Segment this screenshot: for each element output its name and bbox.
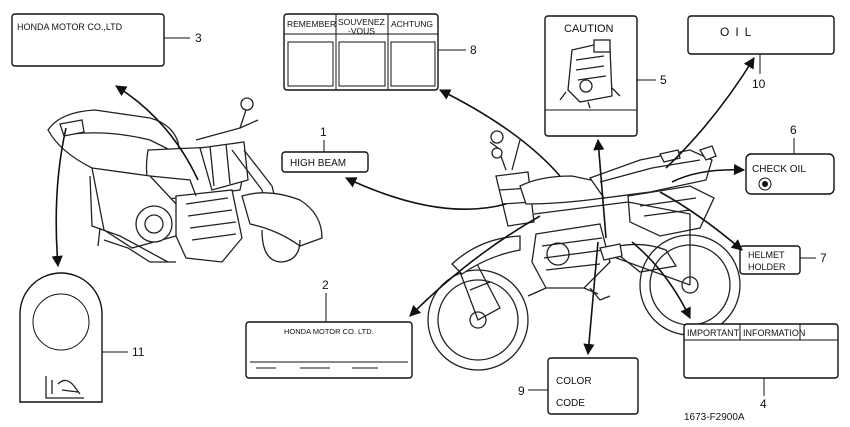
arrow-10 <box>665 57 755 169</box>
figure-code: 1673-F2900A <box>684 412 745 423</box>
callout-7: 7 <box>820 251 827 265</box>
leader-arrows <box>51 57 755 356</box>
callout-11: 11 <box>132 345 145 359</box>
arrow-11 <box>51 127 67 268</box>
color-text: COLOR <box>556 376 592 387</box>
holder-text: HOLDER <box>748 262 786 272</box>
remember-text: REMEMBER <box>287 19 336 29</box>
helmet-text: HELMET <box>748 250 785 260</box>
important-text: IMPORTANT <box>687 328 740 338</box>
information-text: INFORMATION <box>743 328 805 338</box>
arrow-9 <box>583 241 599 356</box>
arrow-4 <box>631 241 691 320</box>
label-helmet-holder: HELMET HOLDER <box>739 245 801 275</box>
callout-2: 2 <box>322 278 329 292</box>
high-beam-text: HIGH BEAM <box>290 158 346 169</box>
label-check-oil: CHECK OIL <box>745 153 835 195</box>
achtung-text: ACHTUNG <box>391 19 433 29</box>
callout-6: 6 <box>790 123 797 137</box>
callout-8: 8 <box>470 43 477 57</box>
label-caution: CAUTION <box>544 15 638 137</box>
souvenez-text: SOUVENEZ <box>338 17 385 27</box>
label-oil: OIL <box>687 15 835 55</box>
vous-text: -VOUS <box>348 26 375 36</box>
label-warning-tri: REMEMBER SOUVENEZ -VOUS ACHTUNG <box>283 13 439 91</box>
engine-illustration-icon <box>559 39 621 109</box>
check-oil-text: CHECK OIL <box>752 164 806 175</box>
callout-1: 1 <box>320 125 327 139</box>
arrow-1 <box>344 177 507 211</box>
oil-text: OIL <box>720 25 757 39</box>
caution-text: CAUTION <box>564 23 614 35</box>
callout-9: 9 <box>518 384 525 398</box>
callout-5: 5 <box>660 73 667 87</box>
code-text: CODE <box>556 398 585 409</box>
label-important-information: IMPORTANT INFORMATION <box>683 323 839 379</box>
honda-wing-logo-icon <box>45 376 84 399</box>
arrow-3 <box>115 85 199 181</box>
oil-level-dot-icon <box>758 177 772 191</box>
callout-3: 3 <box>195 31 202 45</box>
arrow-5 <box>593 138 607 239</box>
callout-10: 10 <box>752 77 766 91</box>
arrow-7 <box>659 191 743 251</box>
label-honda-top: HONDA MOTOR CO.,LTD <box>11 13 165 67</box>
label-oval-wing <box>19 272 103 403</box>
honda-top-text: HONDA MOTOR CO.,LTD <box>17 22 123 32</box>
label-color-code: COLOR CODE <box>547 357 639 415</box>
label-honda-bottom: HONDA MOTOR CO. LTD. <box>245 321 413 379</box>
label-high-beam: HIGH BEAM <box>281 151 369 173</box>
callout-4: 4 <box>760 397 767 411</box>
motorcycle-side-view <box>427 130 741 371</box>
arrow-2 <box>409 215 541 317</box>
arrow-8 <box>438 89 561 177</box>
arrow-6 <box>671 163 746 183</box>
motorcycle-rear-view <box>47 97 323 263</box>
honda-bottom-text: HONDA MOTOR CO. LTD. <box>284 327 374 336</box>
